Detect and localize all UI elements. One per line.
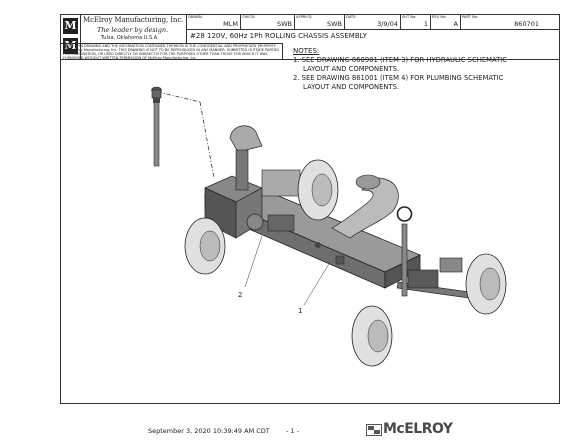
rev-cell: REV No: A: [431, 15, 461, 29]
leader-line-2: [244, 235, 263, 288]
company-name: McElroy Manufacturing, Inc.: [83, 16, 184, 24]
part-cell: PART No: 860701: [461, 15, 559, 29]
rev-label: REV No:: [432, 15, 447, 19]
notes-block: NOTES: 1. SEE DRAWING 860901 (ITEM 3) FO…: [293, 47, 553, 92]
drawing-sheet: M M McElroy Manufacturing, Inc. The lead…: [60, 14, 560, 404]
part-label: PART No:: [462, 15, 479, 19]
explode-guide-line: [199, 101, 215, 179]
date-cell: DATE: 3/9/04: [345, 15, 401, 29]
stand-post-part: [151, 86, 162, 167]
apprvd-label: APPRV'D:: [296, 15, 313, 19]
sheet-value: 1: [423, 20, 428, 28]
drawn-value: MLM: [223, 20, 238, 28]
check-value: SWB: [276, 20, 292, 28]
check-label: CHECK:: [242, 15, 256, 19]
apprvd-value: SWB: [326, 20, 342, 28]
sheet-label: SHT No:: [402, 15, 417, 19]
company-location: Tulsa, Oklahoma U.S.A.: [101, 35, 159, 41]
drawn-label: DRAWN:: [188, 15, 203, 19]
note-1-line-2: LAYOUT AND COMPONENTS.: [303, 65, 400, 73]
note-1-line-1: 1. SEE DRAWING 860901 (ITEM 3) FOR HYDRA…: [293, 56, 508, 64]
title-block-fields: DRAWN: MLM CHECK: SWB APPRV'D: SWB DATE:…: [187, 15, 559, 30]
hydraulic-unit: [204, 169, 301, 239]
front-axle-assembly: [396, 206, 473, 299]
rear-left-tire: [184, 217, 226, 275]
elbow-pipe-part: [331, 174, 399, 239]
leader-line-1: [303, 261, 331, 306]
page-number: - 1 -: [286, 427, 299, 435]
note-2-line-1: 2. SEE DRAWING 861001 (ITEM 4) FOR PLUMB…: [293, 74, 504, 82]
check-cell: CHECK: SWB: [241, 15, 295, 29]
drawing-title: #28 120V, 60Hz 1Ph ROLLING CHASSIS ASSEM…: [190, 32, 367, 40]
part-number: 860701: [514, 20, 539, 28]
sheet-cell: SHT No: 1: [401, 15, 431, 29]
front-left-tire: [351, 305, 393, 367]
explode-guide-line: [157, 91, 201, 103]
title-block: M M McElroy Manufacturing, Inc. The lead…: [61, 15, 559, 60]
mcelroy-mm-logo: M M: [61, 15, 81, 59]
company-tagline: The leader by design.: [97, 26, 169, 34]
note-2-line-2: LAYOUT AND COMPONENTS.: [303, 83, 400, 91]
mcelroy-brand-icon: [366, 424, 382, 436]
drawn-cell: DRAWN: MLM: [187, 15, 241, 29]
callout-1: 1: [298, 307, 303, 315]
notes-heading: NOTES:: [293, 47, 320, 55]
brand-logo: McELROY: [383, 421, 453, 437]
print-timestamp: September 3, 2020 10:39:49 AM CDT: [148, 427, 270, 435]
confidentiality-notice: NOTE: THIS DRAWING AND THE INFORMATION C…: [61, 43, 283, 59]
date-label: DATE:: [346, 15, 357, 19]
rev-value: A: [453, 20, 458, 28]
front-right-tire: [465, 253, 507, 315]
apprvd-cell: APPRV'D: SWB: [295, 15, 345, 29]
company-cell: McElroy Manufacturing, Inc. The leader b…: [81, 15, 187, 43]
handle-seat-part: [229, 125, 263, 191]
date-value: 3/9/04: [377, 20, 398, 28]
callout-2: 2: [238, 291, 243, 299]
logo-m-lower: M: [63, 38, 78, 54]
rear-right-tire: [297, 159, 339, 221]
logo-m-upper: M: [63, 18, 78, 34]
